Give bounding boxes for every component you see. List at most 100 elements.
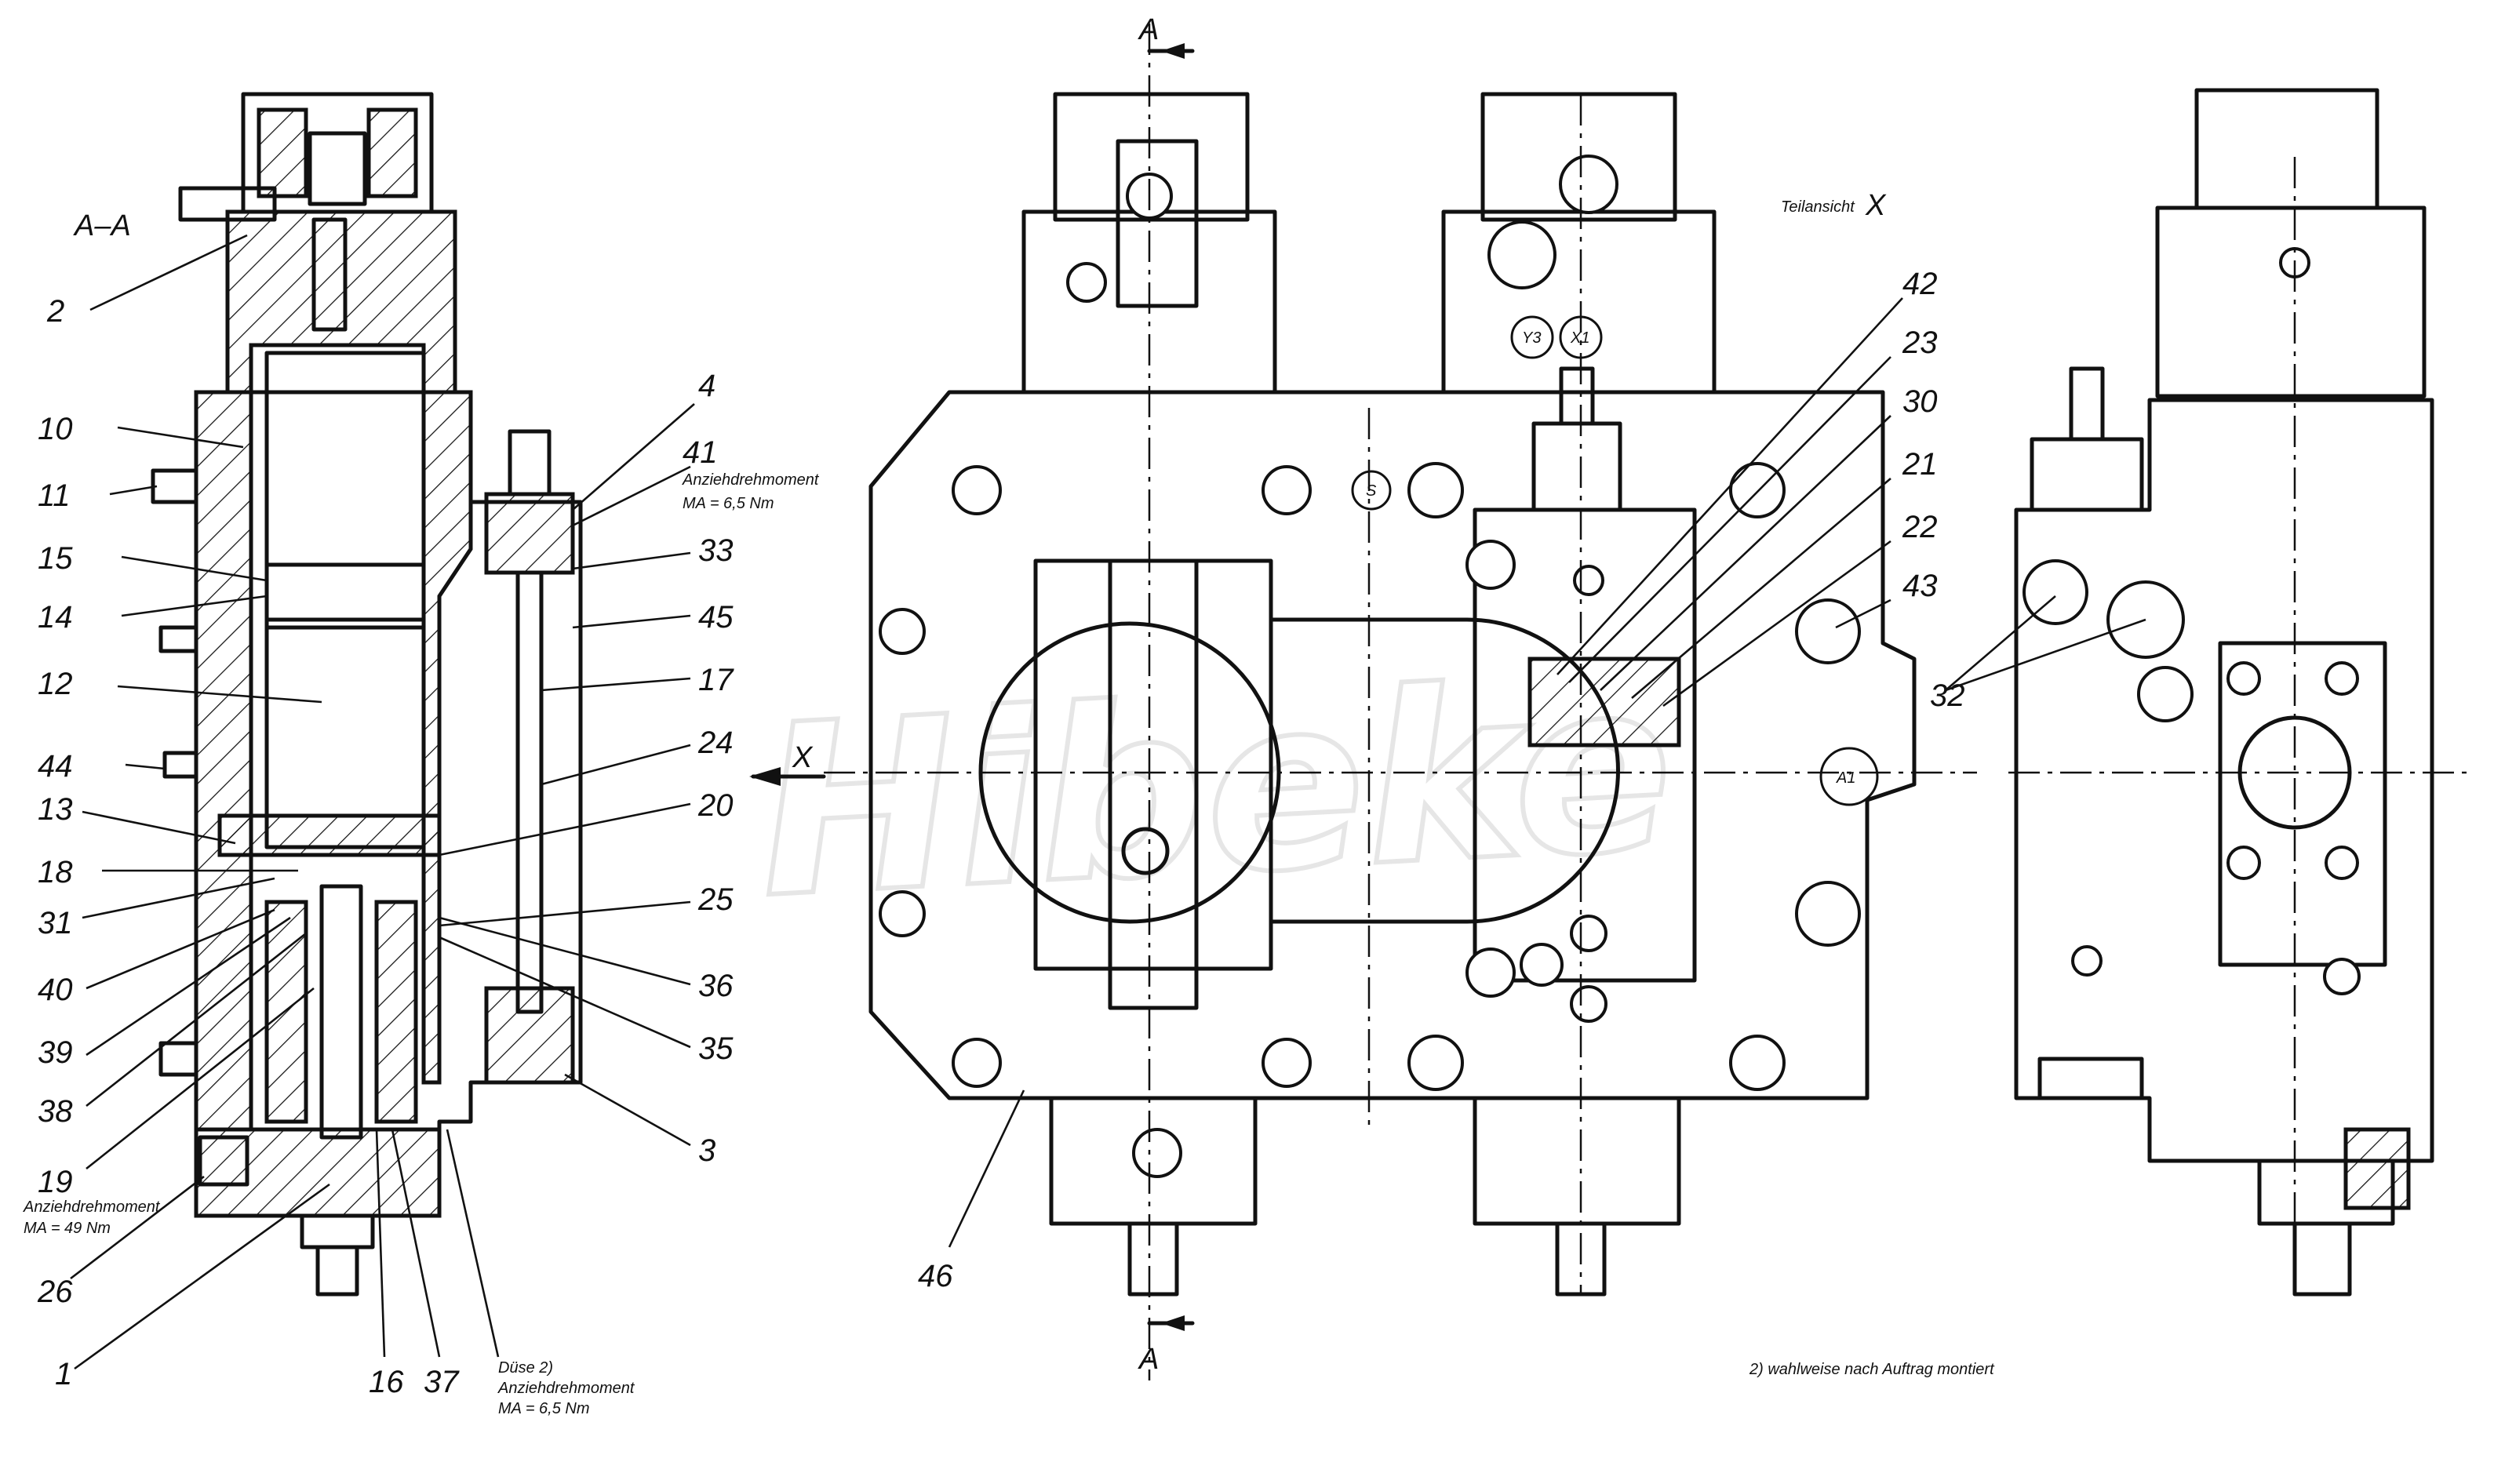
side-bolt-11 [151, 468, 198, 504]
partial-view-x [2008, 88, 2471, 1297]
port-label-x1: X1 [1570, 329, 1589, 347]
housing-bolt [879, 608, 926, 655]
sleeve-left [264, 900, 308, 1124]
labels-and-notes: A–A A A X Teilansicht X Y3 X1 A1 S Anzie… [23, 13, 1995, 1417]
callout-21: 21 [1902, 447, 1938, 482]
housing-bolt [1465, 540, 1516, 590]
small-plug [1570, 985, 1607, 1023]
front-actuator-top [1053, 92, 1250, 222]
right-port-stub [2069, 366, 2105, 442]
right-port-fitting [2030, 437, 2144, 512]
right-bolt [2325, 846, 2359, 880]
control-block-top [1480, 92, 1677, 222]
port-a1-circle [1819, 747, 1879, 806]
sleeve-right [374, 900, 418, 1124]
callout-3: 3 [698, 1133, 715, 1168]
right-bottom-stud [2292, 1221, 2352, 1297]
callout-18: 18 [38, 855, 73, 889]
callout-35: 35 [698, 1031, 734, 1066]
right-bolt [2071, 945, 2103, 977]
swash-slider [1108, 558, 1199, 1010]
port-label-s: S [1366, 482, 1377, 500]
valve-head [484, 492, 575, 575]
housing-bolt [1795, 881, 1861, 947]
torque-19-title: Anziehdrehmoment [23, 1198, 161, 1216]
small-plug [1573, 565, 1604, 596]
housing-bolt [1407, 462, 1464, 518]
front-actuator-slot [1116, 139, 1199, 308]
adjusting-screw [315, 1245, 359, 1297]
port-32-upper [2023, 559, 2088, 625]
callout-23: 23 [1902, 326, 1938, 360]
callout-39: 39 [38, 1035, 73, 1070]
callout-13: 13 [38, 792, 73, 827]
nozzle-title: Düse 2) [498, 1359, 553, 1377]
port-fitting [1531, 421, 1622, 512]
housing-bolt [1407, 1035, 1464, 1091]
hub-circle [1121, 827, 1170, 875]
cap-wall-right [366, 107, 418, 198]
callout-43: 43 [1902, 569, 1938, 603]
control-port-bolt [1559, 155, 1618, 214]
lock-nut [300, 1213, 375, 1249]
section-arrowhead-bottom [1161, 1315, 1185, 1331]
housing-bolt [952, 1038, 1002, 1088]
bottom-cover [194, 1127, 442, 1218]
section-title: A–A [73, 209, 131, 242]
housing-bolt [1262, 1038, 1312, 1088]
view-x-label: X [792, 741, 814, 774]
callout-10: 10 [38, 412, 73, 446]
small-plug [1570, 915, 1607, 952]
callout-42: 42 [1902, 267, 1938, 301]
nozzle-torque-value: MA = 6,5 Nm [498, 1400, 590, 1417]
callout-38: 38 [38, 1094, 73, 1129]
callout-1: 1 [55, 1357, 72, 1391]
section-arrowhead-top [1161, 43, 1185, 59]
housing-bolt [952, 465, 1002, 515]
control-block-body [1441, 209, 1717, 395]
control-port-bolt [1487, 220, 1556, 289]
side-bolt-mid [158, 625, 198, 653]
callout-26: 26 [37, 1275, 73, 1309]
callout-2: 2 [46, 294, 64, 329]
port-label-y3: Y3 [1522, 329, 1541, 347]
housing-bolt [1465, 948, 1516, 998]
callout-33: 33 [698, 533, 734, 568]
callout-31: 31 [38, 906, 73, 940]
callout-20: 20 [697, 788, 734, 823]
callout-41: 41 [683, 435, 718, 470]
bottom-plug-26 [198, 1135, 249, 1187]
housing-bolt [1729, 462, 1786, 518]
valve-bottom [484, 986, 575, 1085]
actuator-plunger [308, 131, 367, 206]
side-bolt-44 [162, 751, 198, 779]
upper-housing [225, 209, 457, 395]
right-section-cutout [2343, 1127, 2411, 1210]
small-plug [1520, 943, 1564, 987]
leader-lines [70, 234, 2146, 1370]
front-view [749, 24, 1977, 1380]
callout-22: 22 [1902, 510, 1938, 544]
right-bolt [2323, 958, 2361, 995]
housing-bolt [1729, 1035, 1786, 1091]
port-y3-circle [1510, 315, 1554, 359]
port-s-circle [1351, 470, 1392, 511]
callout-45: 45 [698, 600, 734, 635]
torque-41-title: Anziehdrehmoment [682, 471, 820, 489]
callout-numbers: 2 10 11 15 14 12 44 13 18 31 40 39 38 19… [37, 267, 1965, 1399]
housing-bolt [1262, 465, 1312, 515]
callout-30: 30 [1902, 384, 1938, 419]
pump-housing-outline [868, 390, 1917, 1100]
right-bolt [2226, 661, 2261, 696]
section-mark-top: A [1138, 13, 1159, 46]
bottom-bolt [1132, 1128, 1182, 1178]
callout-36: 36 [698, 969, 734, 1003]
right-housing-outline [2014, 398, 2434, 1163]
right-bottom-nut [2037, 1057, 2144, 1100]
torque-41-value: MA = 6,5 Nm [683, 495, 774, 512]
callout-11: 11 [38, 478, 71, 513]
right-bolt [2226, 846, 2261, 880]
control-spool [319, 884, 363, 1140]
right-flange-plate [2218, 641, 2387, 967]
